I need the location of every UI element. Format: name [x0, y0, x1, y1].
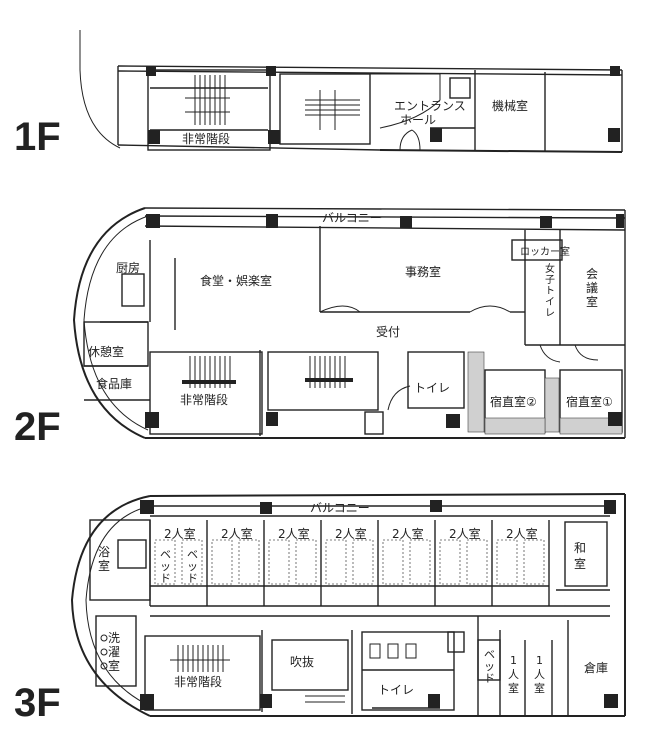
room-twin-7: 2人室 — [506, 526, 538, 541]
room-meeting-2: 議 — [586, 281, 598, 295]
room-japanese-2: 室 — [574, 556, 586, 571]
room-women-toilet-3: ト — [545, 286, 555, 297]
room-laundry-3: 室 — [108, 658, 120, 673]
room-meeting-1: 会 — [586, 267, 598, 281]
room-bath-2: 室 — [98, 558, 110, 573]
floor-3f-toilet-fixtures — [100, 634, 417, 670]
bed-label-c-2: ッ — [484, 660, 495, 673]
room-twin-2: 2人室 — [221, 526, 253, 541]
room-toilet-2f: トイレ — [414, 381, 450, 395]
room-women-toilet-5: レ — [545, 308, 555, 319]
room-machine: 機械室 — [492, 98, 528, 113]
room-single-b-2: 人 — [534, 668, 545, 681]
room-twin-3: 2人室 — [278, 526, 310, 541]
room-women-toilet-4: イ — [545, 297, 555, 308]
floor-2f-columns — [145, 214, 624, 428]
floor-2f — [72, 207, 626, 439]
room-laundry-2: 濯 — [108, 645, 120, 659]
room-night-2: 宿直室② — [490, 394, 537, 409]
room-laundry-1: 洗 — [108, 631, 120, 645]
room-pantry: 食品庫 — [96, 376, 132, 391]
floor-2f-stair-landings — [182, 378, 353, 384]
room-meeting-3: 室 — [586, 294, 598, 309]
room-rest: 休憩室 — [88, 344, 124, 359]
room-office: 事務室 — [405, 264, 441, 279]
room-twin-6: 2人室 — [449, 526, 481, 541]
floor-1f — [79, 30, 623, 153]
room-stairs-1f: 非常階段 — [182, 131, 230, 146]
room-toilet-3f: トイレ — [378, 683, 414, 697]
bed-label-a-2: ッ — [160, 560, 171, 573]
room-single-a-2: 人 — [508, 668, 519, 681]
room-single-b-3: 室 — [534, 681, 545, 695]
room-stairs-3f: 非常階段 — [174, 674, 222, 689]
room-balcony-2f: バルコニー — [322, 211, 382, 225]
room-storage: 倉庫 — [584, 660, 608, 675]
room-kitchen: 厨房 — [116, 260, 140, 275]
room-single-a-3: 室 — [508, 681, 519, 695]
floor-3f — [70, 493, 626, 717]
room-entrance-line2: ホール — [400, 113, 436, 127]
floor-3f-bed-outlines — [154, 539, 545, 585]
floor-label-3f: 3F — [14, 681, 61, 725]
floor-1f-columns — [146, 66, 620, 144]
room-twin-5: 2人室 — [392, 526, 424, 541]
room-night-1: 宿直室① — [566, 394, 613, 409]
room-entrance-line1: エントランス — [394, 99, 466, 113]
floor-3f-columns — [140, 500, 618, 710]
bed-label-c-3: ド — [484, 672, 495, 685]
bed-label-b-2: ッ — [187, 560, 198, 573]
bed-label-b-1: ベ — [187, 548, 198, 561]
floor-label-1f: 1F — [14, 115, 61, 159]
room-bath-1: 浴 — [98, 545, 110, 559]
room-balcony-3f: バルコニー — [310, 501, 370, 515]
room-atrium: 吹抜 — [290, 655, 314, 669]
twin-room-labels: 2人室 2人室 2人室 2人室 2人室 2人室 2人室 — [164, 526, 538, 541]
bed-label-c-1: ベ — [484, 648, 495, 661]
room-reception: 受付 — [376, 325, 400, 339]
floor-3f-stairs-treads — [170, 645, 345, 703]
room-japanese-1: 和 — [574, 541, 586, 555]
room-stairs-2f: 非常階段 — [180, 392, 228, 407]
floor-2f-hatching — [467, 351, 623, 435]
room-single-a-1: 1 — [510, 654, 517, 667]
room-dining: 食堂・娯楽室 — [200, 273, 272, 288]
bed-label-a-3: ド — [160, 572, 171, 585]
room-locker: ロッカー室 — [520, 245, 570, 258]
floor-label-2f: 2F — [14, 405, 61, 449]
bed-label-b-3: ド — [187, 572, 198, 585]
bed-label-a-1: ベ — [160, 548, 171, 561]
room-single-b-1: 1 — [536, 654, 543, 667]
room-twin-1: 2人室 — [164, 526, 196, 541]
room-women-toilet-2: 子 — [545, 274, 555, 286]
room-twin-4: 2人室 — [335, 526, 367, 541]
room-women-toilet-1: 女 — [545, 262, 555, 275]
